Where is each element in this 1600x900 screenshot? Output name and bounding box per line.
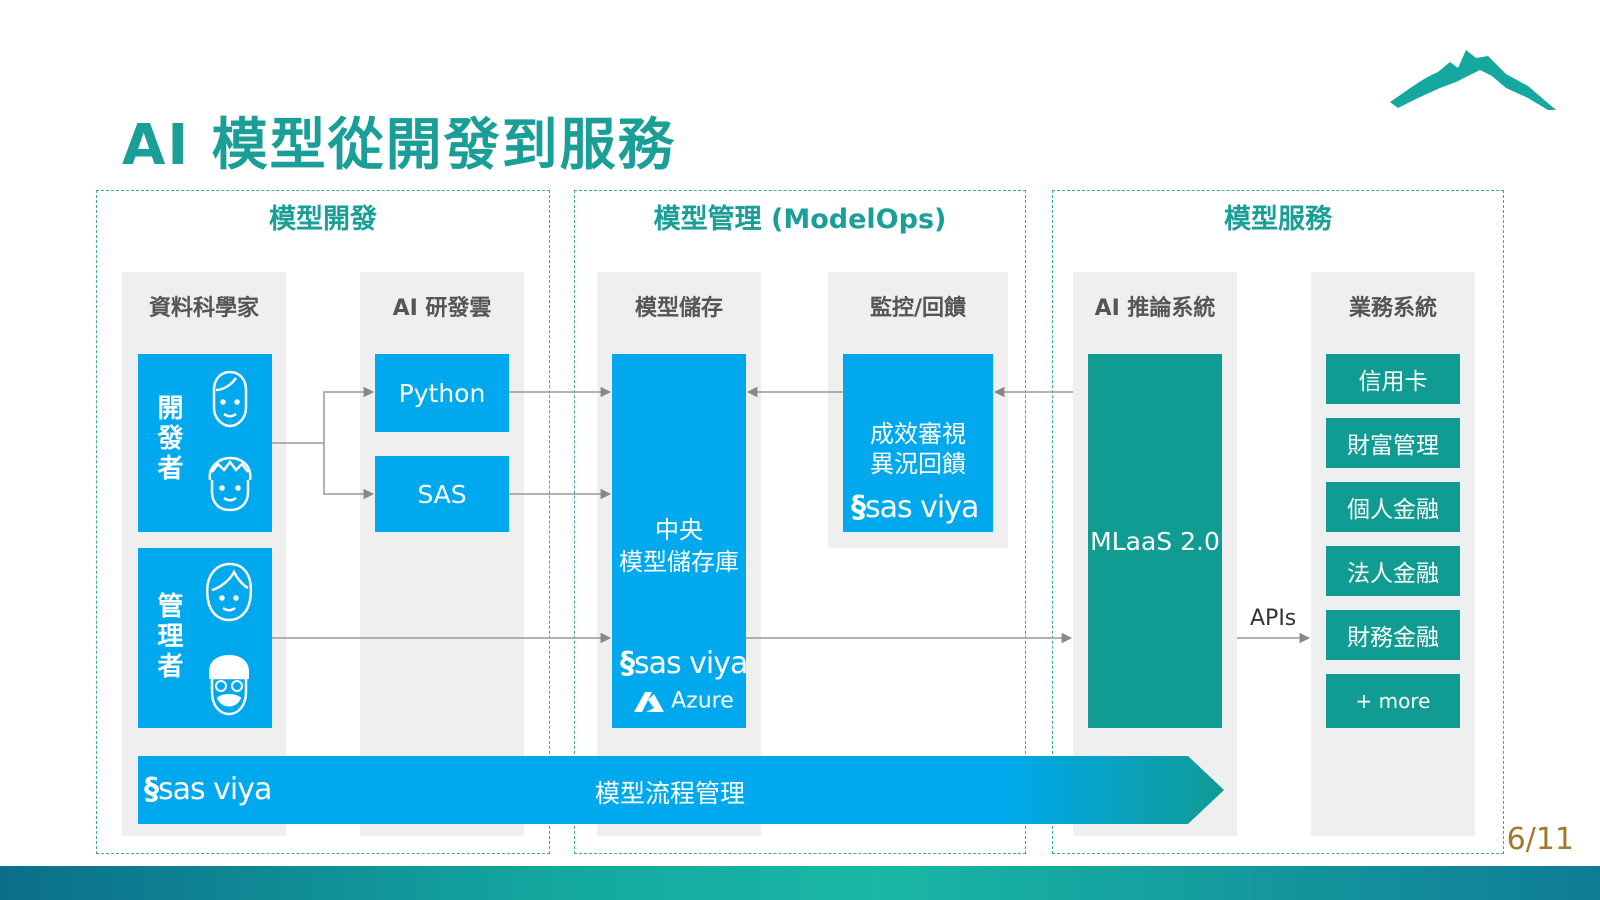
monitor-sas-viya-logo: §sas viya xyxy=(851,490,979,525)
repository-sas-viya-logo: §sas viya xyxy=(620,646,748,681)
section-title-dev: 模型開發 xyxy=(269,204,377,235)
column-title-inference: AI 推論系統 xyxy=(1094,296,1216,321)
page-title: AI 模型從開發到服務 xyxy=(122,113,676,178)
business-item-label: + more xyxy=(1355,689,1431,713)
pipeline-banner xyxy=(138,756,1224,824)
column-title-monitor: 監控/回饋 xyxy=(869,296,967,321)
business-item-label: 財務金融 xyxy=(1347,625,1439,651)
column-title-data-scientist: 資料科學家 xyxy=(148,296,259,321)
male-developer-icon xyxy=(208,456,252,512)
sas-box: SAS xyxy=(375,456,509,532)
monitor-label-line1: 成效審視 xyxy=(870,420,966,448)
section-title-ops: 模型管理 (ModelOps) xyxy=(653,204,947,235)
azure-icon xyxy=(634,692,664,712)
column-title-model-store: 模型儲存 xyxy=(634,296,723,321)
column-title-business: 業務系統 xyxy=(1348,296,1437,321)
business-item: 法人金融 xyxy=(1326,546,1460,596)
business-item: 財富管理 xyxy=(1326,418,1460,468)
section-serve xyxy=(1052,190,1504,854)
central-repository-box: 中央 模型儲存庫 §sas viya Azure xyxy=(612,354,748,728)
sas-s-icon: § xyxy=(144,772,159,807)
mlaas-label: MLaaS 2.0 xyxy=(1090,526,1220,556)
arrow-dev-to-sas xyxy=(323,443,375,500)
sas-s-icon: § xyxy=(851,490,866,525)
business-item: 信用卡 xyxy=(1326,354,1460,404)
azure-text: Azure xyxy=(671,688,734,714)
page-number: 6/11 xyxy=(1506,822,1574,857)
mlaas-box: MLaaS 2.0 xyxy=(1088,354,1222,728)
developer-label: 開發者 xyxy=(153,394,183,484)
monitor-sas-viya-text: sas viya xyxy=(865,490,979,525)
repository-label-line1: 中央 xyxy=(655,516,703,544)
female-manager-icon xyxy=(205,562,253,622)
section-title-serve: 模型服務 xyxy=(1224,204,1332,235)
repository-sas-viya-text: sas viya xyxy=(634,646,748,681)
business-item-label: 個人金融 xyxy=(1347,497,1439,523)
azure-logo: Azure xyxy=(632,688,734,714)
column-title-ai-cloud: AI 研發雲 xyxy=(392,296,492,321)
python-label: Python xyxy=(398,378,486,408)
python-box: Python xyxy=(375,354,509,432)
business-item-more: + more xyxy=(1326,674,1460,728)
business-item-label: 財富管理 xyxy=(1347,433,1439,459)
arrow-dev-to-python xyxy=(272,386,375,444)
pipeline-sas-viya-text: sas viya xyxy=(158,772,272,807)
business-item-label: 法人金融 xyxy=(1347,561,1439,587)
pipeline-label: 模型流程管理 xyxy=(594,779,745,808)
female-developer-icon xyxy=(212,370,248,428)
monitor-feedback-box: 成效審視 異況回饋 §sas viya xyxy=(843,354,993,532)
developer-box: 開發者 xyxy=(138,354,272,532)
monitor-label-line2: 異況回饋 xyxy=(870,450,966,478)
business-item-label: 信用卡 xyxy=(1358,369,1428,395)
mountain-logo xyxy=(1390,50,1556,110)
section-ops xyxy=(574,190,1026,854)
pipeline-sas-viya-logo: §sas viya xyxy=(144,772,272,807)
manager-box: 管理者 xyxy=(138,548,272,728)
repository-label-line2: 模型儲存庫 xyxy=(619,548,739,576)
section-dev xyxy=(96,190,550,854)
apis-label: APIs xyxy=(1250,606,1297,631)
manager-label: 管理者 xyxy=(153,592,183,682)
business-item: 財務金融 xyxy=(1326,610,1460,660)
business-item: 個人金融 xyxy=(1326,482,1460,532)
bottom-decorative-bar xyxy=(0,866,1600,900)
sas-s-icon: § xyxy=(620,646,635,681)
male-manager-icon xyxy=(209,654,249,716)
sas-label: SAS xyxy=(417,479,467,509)
